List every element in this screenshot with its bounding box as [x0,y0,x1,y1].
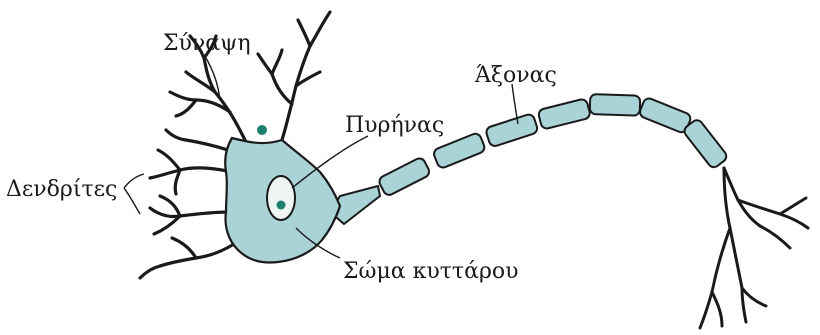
myelin-sheath-segments [377,94,728,197]
myelin-segment [377,156,431,197]
nucleus [267,176,295,220]
myelin-segment [485,113,539,147]
myelin-segment [638,97,692,134]
myelin-segment [538,98,591,130]
label-cell-body: Σώμα κυττάρου [343,259,519,284]
label-axon: Άξονας [474,63,557,88]
myelin-segment [590,94,641,116]
myelin-segment [682,118,729,170]
synapse-dot [257,125,267,135]
label-synapse: Σύναψη [163,31,251,56]
axon-terminals [700,168,808,328]
label-dendrites: Δενδρίτες [6,177,117,202]
nucleolus [277,201,286,210]
label-nucleus: Πυρήνας [345,113,444,138]
